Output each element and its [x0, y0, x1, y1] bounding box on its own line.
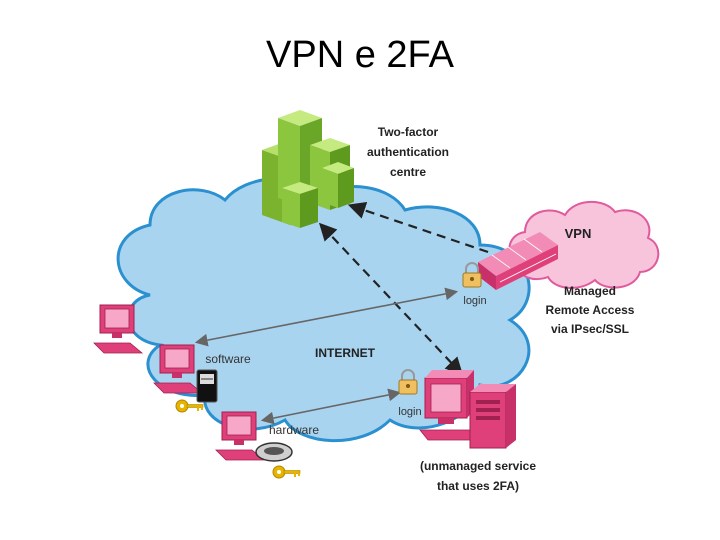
slide-title: VPN e 2FA	[266, 34, 454, 76]
hardware-label: hardware	[269, 423, 319, 437]
internet-label: INTERNET	[315, 346, 376, 360]
vpn-cloud	[508, 200, 660, 289]
tfa-label-line1: Two-factor	[378, 125, 439, 139]
vpn-label: VPN	[565, 226, 592, 241]
key-icon-2	[272, 465, 301, 479]
arrow-hardware-to-login	[260, 388, 402, 425]
arrow-software-to-login	[194, 287, 459, 347]
dashed-arrow-tfa-to-server	[318, 222, 464, 376]
login-label-top: login	[463, 295, 486, 307]
unmanaged-label-line1: (unmanaged service	[420, 459, 536, 473]
unmanaged-label-line2: that uses 2FA)	[437, 479, 519, 493]
software-token-icon	[196, 369, 218, 403]
managed-label-line1: Managed	[564, 284, 616, 298]
managed-label-line3: via IPsec/SSL	[551, 322, 629, 336]
firewall-icon	[478, 232, 558, 290]
server-icon	[419, 370, 516, 449]
hardware-token-icon	[255, 442, 293, 462]
tfa-label-line3: centre	[390, 165, 426, 179]
managed-label-line2: Remote Access	[546, 303, 635, 317]
login-label-bottom: login	[398, 406, 421, 418]
software-label: software	[205, 352, 251, 366]
tfa-label-line2: authentication	[367, 145, 449, 159]
authentication-centre-icon	[262, 110, 354, 228]
dashed-arrow-firewall-to-tfa	[347, 201, 489, 254]
